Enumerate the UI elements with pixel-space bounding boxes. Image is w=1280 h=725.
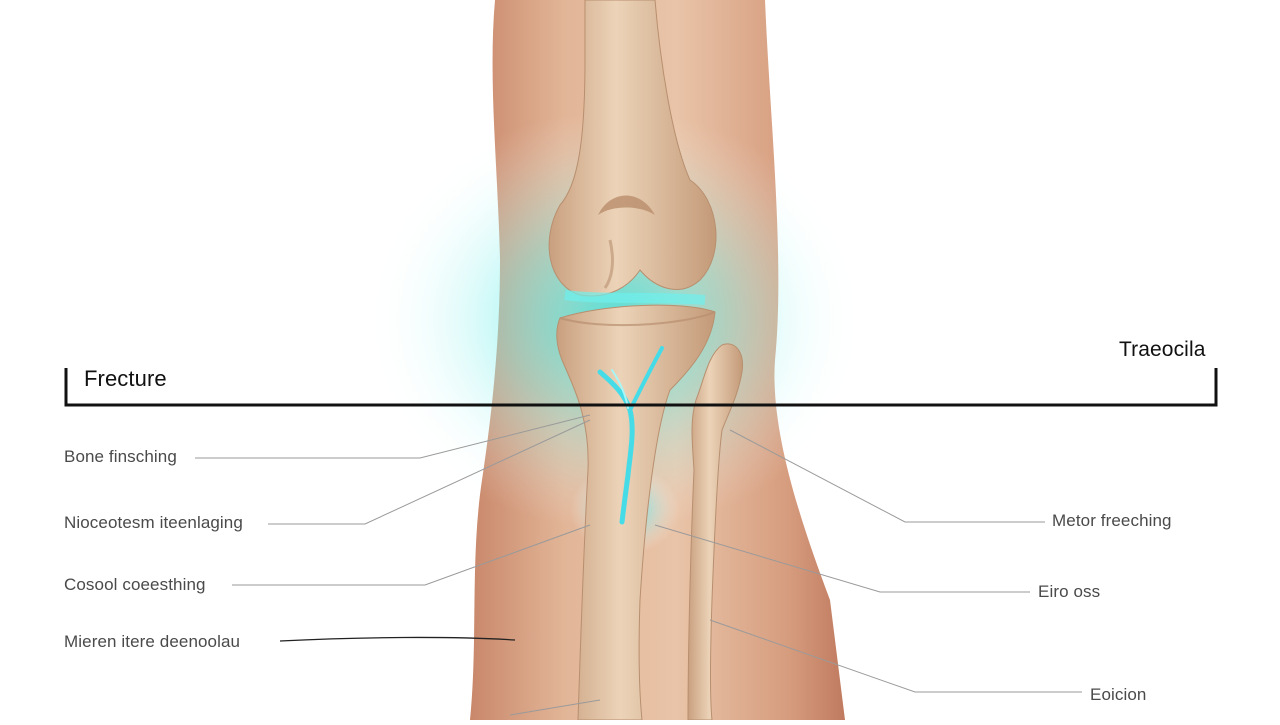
label-left-2: Nioceotesm iteenlaging <box>64 513 243 532</box>
leader-line-left-3 <box>232 524 591 586</box>
header-left-title: Frecture <box>84 366 167 391</box>
fibula-bone <box>687 343 744 721</box>
leader-line-right-3 <box>709 619 1082 693</box>
leader-line-left-5 <box>509 699 601 716</box>
leader-line-right-1 <box>729 429 1045 523</box>
label-right-2: Eiro oss <box>1038 582 1101 601</box>
label-right-1: Metor freeching <box>1052 511 1172 530</box>
leader-line-left-1 <box>195 414 591 459</box>
label-left-1: Bone finsching <box>64 447 177 466</box>
leader-line-right-2 <box>654 524 1030 593</box>
fracture-line <box>597 369 635 525</box>
femur-condyle-shadow <box>603 239 614 289</box>
leader-line-left-2 <box>268 419 591 525</box>
leader-line-left-4 <box>279 636 516 642</box>
label-left-3: Cosool coeesthing <box>64 575 206 594</box>
label-right-3: Eoicion <box>1090 685 1147 704</box>
femur-bone <box>548 0 717 297</box>
femur-notch <box>598 195 655 215</box>
joint-space <box>564 290 706 305</box>
label-left-4: Mieren itere deenoolau <box>64 632 241 651</box>
tibia-plateau <box>559 311 716 327</box>
tibia-bone <box>556 304 716 721</box>
header-right-title: Traeocila <box>1119 338 1206 361</box>
header-bracket <box>64 368 1218 407</box>
